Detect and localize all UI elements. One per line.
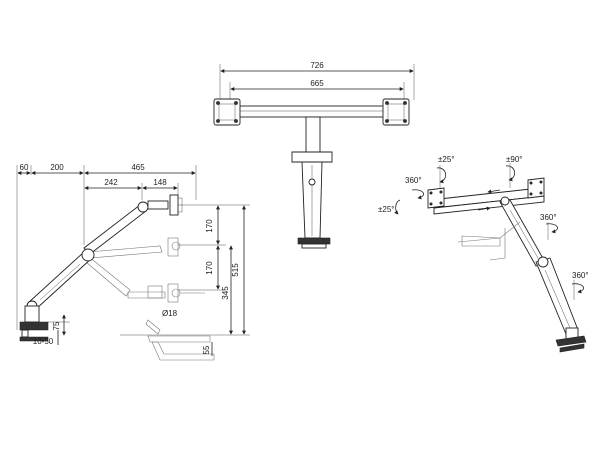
iso-upper-arm [499, 199, 546, 267]
dim-345: 345 [221, 286, 230, 300]
side-arm-ghost-positions [85, 237, 205, 303]
arm-joint-bar [291, 151, 333, 163]
pole-diameter: Ø18 [162, 309, 178, 318]
dim-200: 200 [50, 163, 64, 172]
vesa-plate-left [213, 98, 241, 126]
label-swivel-left: 360° [405, 176, 422, 185]
rotate-symbol-tilt-left [436, 165, 447, 188]
top-view: 726 665 [213, 61, 415, 249]
dim-465: 465 [131, 163, 145, 172]
rotate-symbol-rotate [505, 163, 516, 188]
rotate-symbol-swivel-left [411, 189, 424, 200]
clamp-base [297, 237, 331, 245]
iso-view: ±25° ±90° 360° ±25° 360° 360° [378, 155, 589, 353]
dim-170b: 170 [205, 261, 214, 275]
iso-clamp [555, 335, 587, 347]
label-tilt-top: ±25° [438, 155, 455, 164]
rotate-symbol-joint [545, 222, 558, 240]
iso-vesa-right [527, 177, 545, 199]
dim-75: 75 [52, 321, 61, 330]
label-tilt-side: ±25° [378, 205, 395, 214]
dim-726: 726 [310, 61, 324, 70]
iso-lower-arm [535, 257, 579, 335]
dim-242: 242 [104, 178, 118, 187]
dim-60: 60 [20, 163, 29, 172]
side-arm-lower [26, 248, 95, 312]
center-mount [305, 116, 321, 156]
rotate-symbol-tilt-side [394, 199, 401, 215]
side-pole [24, 305, 40, 323]
side-arm-upper [83, 194, 183, 255]
dim-170a: 170 [205, 219, 214, 233]
iso-vesa-left [427, 187, 445, 209]
label-base: 360° [572, 271, 589, 280]
side-clamp-bottom [19, 336, 49, 342]
dim-148: 148 [153, 178, 167, 187]
dim-515: 515 [231, 263, 240, 277]
side-clamp-top [19, 321, 49, 331]
label-joint: 360° [540, 213, 557, 222]
dim-665: 665 [310, 79, 324, 88]
clamp-range: 10-50 [33, 337, 54, 346]
vesa-plate-right [382, 98, 410, 126]
crossbar [227, 105, 407, 118]
dim-55: 55 [202, 345, 211, 354]
side-view: 60 200 465 242 148 170 170 515 345 [16, 163, 250, 361]
rotate-symbol-base [571, 280, 584, 300]
label-rotate: ±90° [506, 155, 523, 164]
